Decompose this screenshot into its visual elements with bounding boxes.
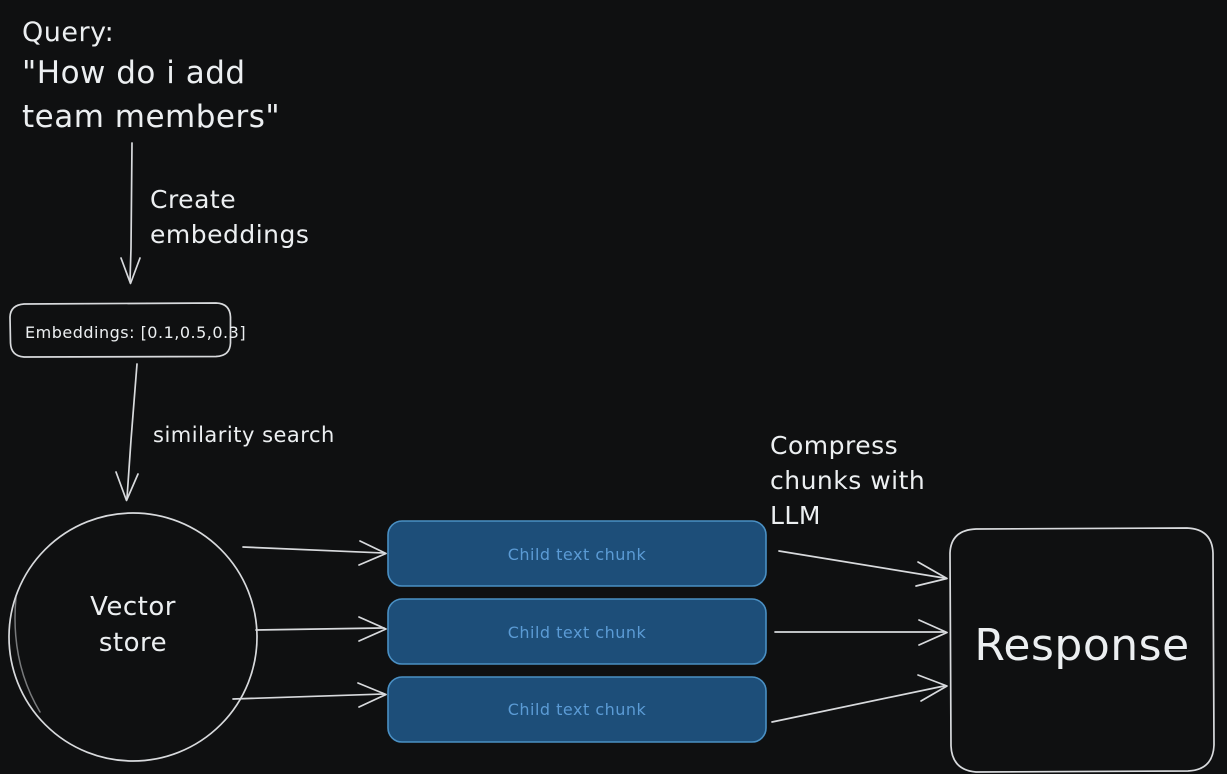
edge-label-similarity-search: similarity search (153, 423, 335, 447)
response-box-label: Response (974, 620, 1189, 671)
query-line-2: team members" (22, 99, 280, 135)
chunk-box-shape-2 (387, 598, 767, 665)
edge-label-create-embeddings-line-2: embeddings (150, 220, 309, 249)
edge-label-create-embeddings-line-1: Create (150, 185, 236, 214)
embeddings-box-text: Embeddings: [0.1,0.5,0.3] (25, 323, 246, 342)
chunk-label-3: Child text chunk (508, 700, 647, 719)
embeddings-box-shape (9, 302, 232, 358)
edge-label-compress-line-2: chunks with (770, 466, 925, 495)
arrow-embeddings-to-vector-store (115, 363, 139, 502)
arrow-chunk1-to-response (778, 550, 948, 587)
arrow-vectorstore-to-chunk-2 (255, 616, 387, 642)
response-box-shape (949, 527, 1215, 773)
chunk-label-2: Child text chunk (508, 623, 647, 642)
query-line-1: "How do i add (22, 55, 246, 91)
edge-label-compress-line-1: Compress (770, 431, 898, 460)
arrow-vectorstore-to-chunk-1 (242, 540, 387, 566)
arrow-query-to-embeddings (120, 142, 141, 285)
arrow-chunk2-to-response (774, 619, 948, 646)
chunk-box-shape-3 (387, 676, 767, 743)
query-label: Query: (22, 17, 114, 48)
chunk-box-shape-1 (387, 520, 767, 587)
chunk-label-1: Child text chunk (508, 545, 647, 564)
vector-store-label-line-1: Vector (90, 592, 176, 622)
vector-store-label-line-2: store (99, 628, 167, 658)
arrow-chunk3-to-response (771, 674, 948, 723)
vector-store-shape (8, 512, 258, 762)
edge-label-compress-line-3: LLM (770, 501, 821, 530)
arrow-vectorstore-to-chunk-3 (232, 682, 387, 708)
